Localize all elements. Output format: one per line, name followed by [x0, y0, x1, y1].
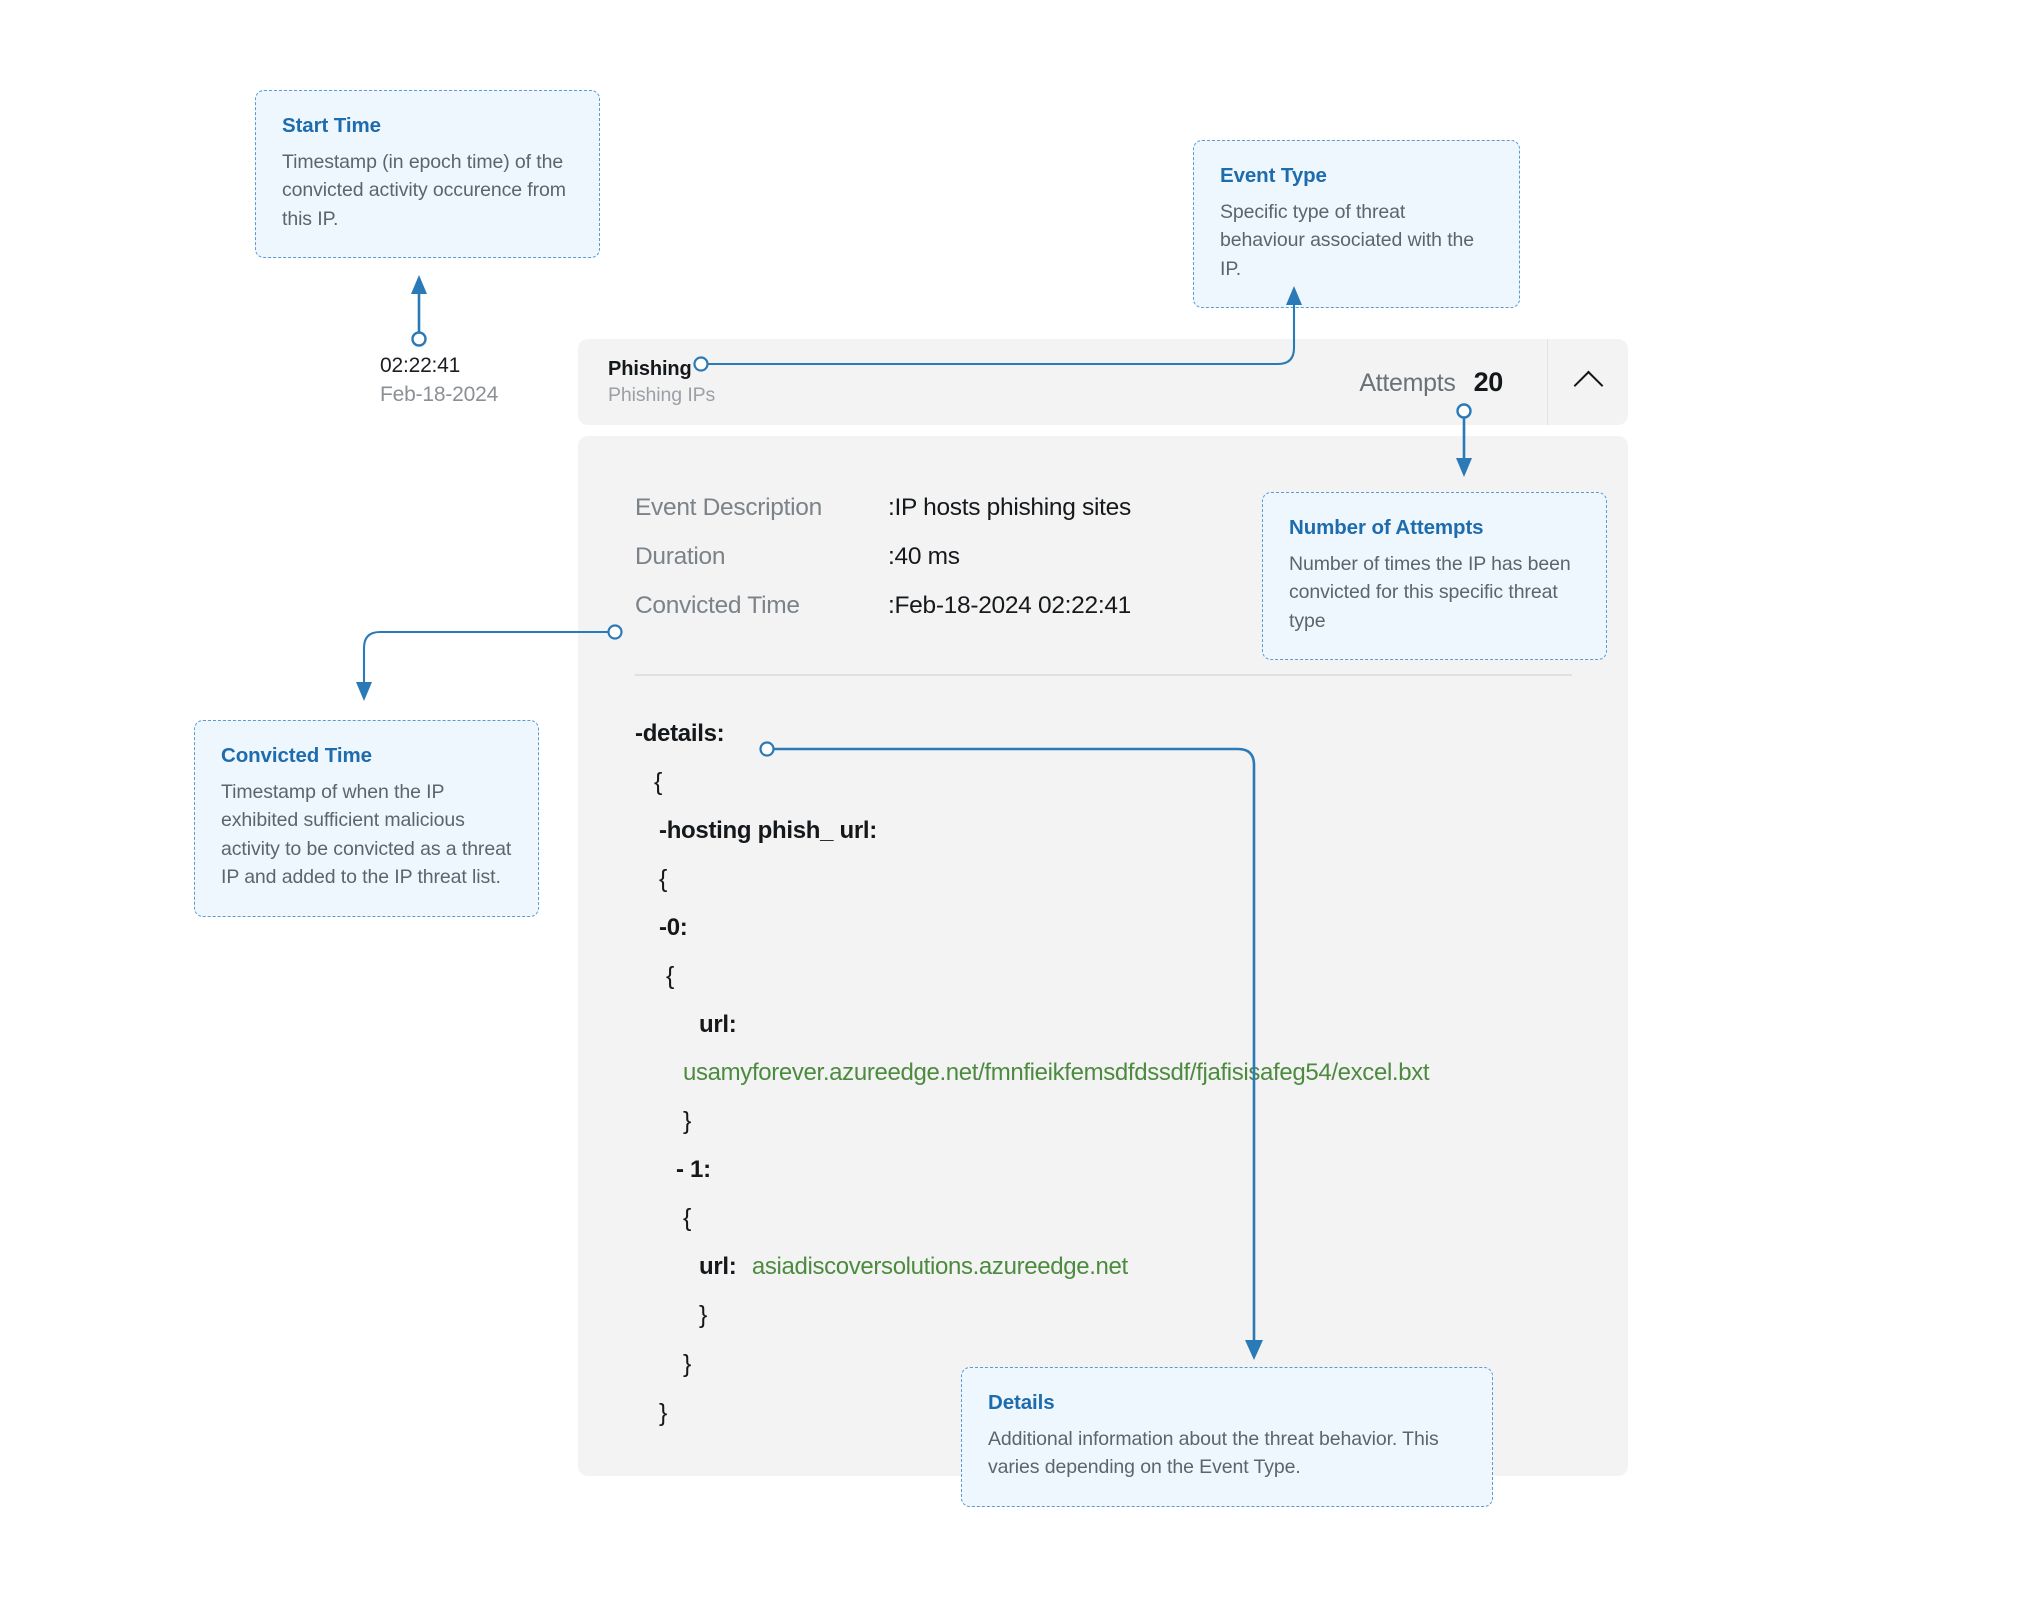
- field-value: :40 ms: [888, 543, 960, 570]
- callout-body: Timestamp (in epoch time) of the convict…: [282, 150, 566, 230]
- json-url-entry-1[interactable]: url: asiadiscoversolutions.azureedge.net: [635, 1255, 1615, 1279]
- json-key-hosting[interactable]: -hosting phish_ url:: [635, 819, 1615, 843]
- json-brace: {: [683, 1204, 692, 1232]
- callout-title: Convicted Time: [221, 744, 372, 767]
- json-url-text: usamyforever.azureedge.net/fmnfieikfemsd…: [683, 1059, 1430, 1086]
- event-type-label: Phishing: [608, 357, 692, 380]
- field-value: :Feb-18-2024 02:22:41: [888, 592, 1131, 619]
- json-key-label: -0:: [659, 914, 688, 941]
- field-value: :IP hosts phishing sites: [888, 494, 1131, 521]
- collapse-toggle-button[interactable]: [1547, 339, 1628, 425]
- json-key-item-0[interactable]: -0:: [635, 916, 1615, 940]
- timestamp-time: 02:22:41: [380, 354, 461, 377]
- json-brace: {: [659, 865, 668, 893]
- json-key-label: -hosting phish_ url:: [659, 817, 877, 844]
- callout-title: Number of Attempts: [1289, 516, 1484, 539]
- attempts-value: 20: [1473, 366, 1504, 397]
- callout-body: Number of times the IP has been convicte…: [1289, 552, 1571, 632]
- callout-title: Start Time: [282, 114, 381, 137]
- event-field-list: Event Description :IP hosts phishing sit…: [635, 494, 1575, 641]
- attempts-label: Attempts: [1359, 368, 1456, 397]
- section-divider: [635, 674, 1572, 676]
- field-label: Duration: [635, 543, 726, 570]
- json-url-value-0[interactable]: usamyforever.azureedge.net/fmnfieikfemsd…: [635, 1061, 1615, 1085]
- callout-convicted-time: Convicted Time Timestamp of when the IP …: [194, 720, 539, 917]
- event-header-titles: Phishing Phishing IPs: [608, 356, 715, 408]
- json-brace: }: [699, 1301, 708, 1329]
- chevron-up-icon: [1573, 370, 1603, 401]
- field-row: Convicted Time :Feb-18-2024 02:22:41: [635, 592, 1575, 620]
- json-brace: }: [683, 1350, 692, 1378]
- json-brace: {: [654, 768, 663, 796]
- callout-details: Details Additional information about the…: [961, 1367, 1493, 1507]
- field-row: Duration :40 ms: [635, 543, 1575, 571]
- json-key-label: url:: [699, 1253, 737, 1280]
- callout-body: Specific type of threat behaviour associ…: [1220, 200, 1475, 280]
- callout-number-of-attempts: Number of Attempts Number of times the I…: [1262, 492, 1607, 661]
- event-card-header[interactable]: Phishing Phishing IPs Attempts 20: [578, 339, 1628, 425]
- callout-title: Event Type: [1220, 164, 1327, 187]
- callout-body: Additional information about the threat …: [988, 1427, 1439, 1479]
- connector-start-time: [411, 275, 427, 347]
- field-row: Event Description :IP hosts phishing sit…: [635, 494, 1575, 522]
- json-url-text: asiadiscoversolutions.azureedge.net: [751, 1253, 1128, 1280]
- json-brace: {: [666, 962, 675, 990]
- details-json-tree: -details: { -hosting phish_ url: { -0: {…: [635, 722, 1615, 1450]
- callout-body: Timestamp of when the IP exhibited suffi…: [221, 780, 512, 889]
- json-brace: }: [659, 1399, 668, 1427]
- json-key-item-1[interactable]: - 1:: [635, 1158, 1615, 1182]
- json-key-label: -details:: [635, 720, 725, 747]
- callout-start-time: Start Time Timestamp (in epoch time) of …: [255, 90, 600, 259]
- event-timestamp: 02:22:41 Feb-18-2024: [380, 352, 498, 410]
- field-label: Convicted Time: [635, 592, 800, 619]
- callout-event-type: Event Type Specific type of threat behav…: [1193, 140, 1520, 309]
- json-url-key-0: url:: [635, 1013, 1615, 1037]
- field-label: Event Description: [635, 494, 822, 521]
- json-key-label: - 1:: [676, 1156, 711, 1183]
- json-key-label: url:: [699, 1011, 737, 1038]
- json-brace: }: [683, 1107, 692, 1135]
- callout-title: Details: [988, 1391, 1055, 1414]
- json-root-key[interactable]: -details:: [635, 722, 1615, 746]
- attempts-group: Attempts 20: [1359, 367, 1503, 398]
- timestamp-date: Feb-18-2024: [380, 382, 499, 406]
- event-subtitle-label: Phishing IPs: [608, 383, 716, 406]
